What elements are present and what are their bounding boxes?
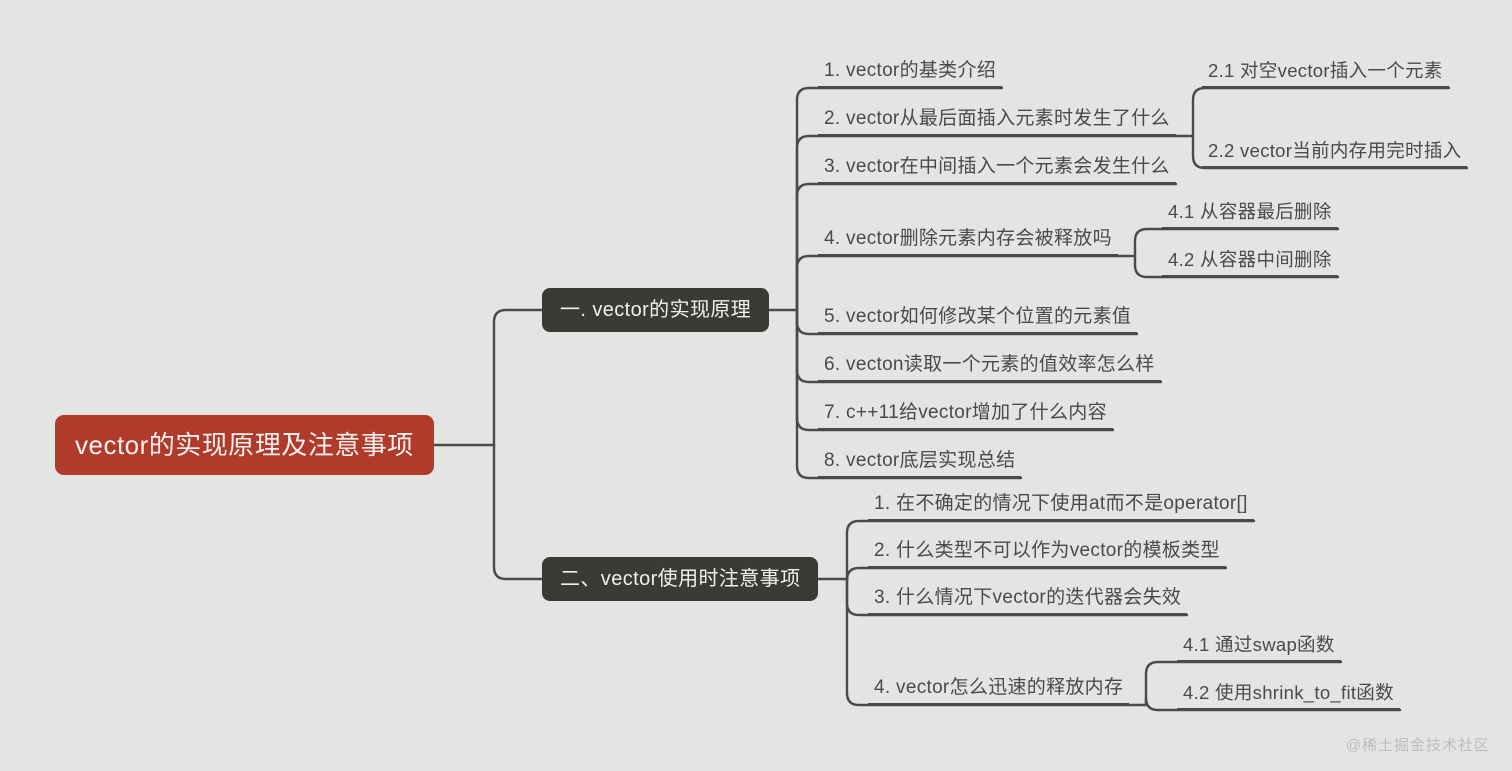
leaf-b1-c4-s2[interactable]: 4.2 从容器中间删除 bbox=[1162, 243, 1338, 277]
leaf-b1-c3[interactable]: 3. vector在中间插入一个元素会发生什么 bbox=[818, 150, 1176, 184]
leaf-b1-c6[interactable]: 6. vecton读取一个元素的值效率怎么样 bbox=[818, 348, 1161, 382]
wire-root-to-branch-1 bbox=[492, 308, 544, 447]
leaf-b2-c4-s1[interactable]: 4.1 通过swap函数 bbox=[1177, 628, 1341, 662]
leaf-b1-c8[interactable]: 8. vector底层实现总结 bbox=[818, 444, 1022, 478]
leaf-b1-c7[interactable]: 7. c++11给vector增加了什么内容 bbox=[818, 396, 1113, 430]
wire-b1c2-s1 bbox=[1191, 86, 1451, 138]
leaf-b1-c4-s1[interactable]: 4.1 从容器最后删除 bbox=[1162, 195, 1338, 229]
leaf-b1-c5[interactable]: 5. vector如何修改某个位置的元素值 bbox=[818, 300, 1138, 334]
watermark: @稀土掘金技术社区 bbox=[1345, 737, 1490, 754]
leaf-b2-c2[interactable]: 2. 什么类型不可以作为vector的模板类型 bbox=[868, 534, 1226, 568]
leaf-b2-c1[interactable]: 1. 在不确定的情况下使用at而不是operator[] bbox=[868, 487, 1254, 521]
leaf-b1-c2-s2[interactable]: 2.2 vector当前内存用完时插入 bbox=[1202, 134, 1468, 168]
wire-root-to-branch-2 bbox=[492, 443, 544, 581]
leaf-b1-c1[interactable]: 1. vector的基类介绍 bbox=[818, 54, 1003, 88]
branch-node-1[interactable]: 一. vector的实现原理 bbox=[542, 288, 770, 332]
leaf-b1-c2-s1[interactable]: 2.1 对空vector插入一个元素 bbox=[1202, 54, 1449, 88]
leaf-b1-c2[interactable]: 2. vector从最后面插入元素时发生了什么 bbox=[818, 102, 1176, 136]
leaf-b1-c4[interactable]: 4. vector删除元素内存会被释放吗 bbox=[818, 222, 1118, 256]
wire-b2-c2 bbox=[845, 566, 1228, 582]
leaf-b2-c4[interactable]: 4. vector怎么迅速的释放内存 bbox=[868, 671, 1130, 705]
leaf-b2-c4-s2[interactable]: 4.2 使用shrink_to_fit函数 bbox=[1177, 676, 1400, 710]
branch-node-2[interactable]: 二、vector使用时注意事项 bbox=[542, 557, 819, 601]
root-node[interactable]: vector的实现原理及注意事项 bbox=[55, 415, 434, 475]
leaf-b2-c3[interactable]: 3. 什么情况下vector的迭代器会失效 bbox=[868, 581, 1188, 615]
